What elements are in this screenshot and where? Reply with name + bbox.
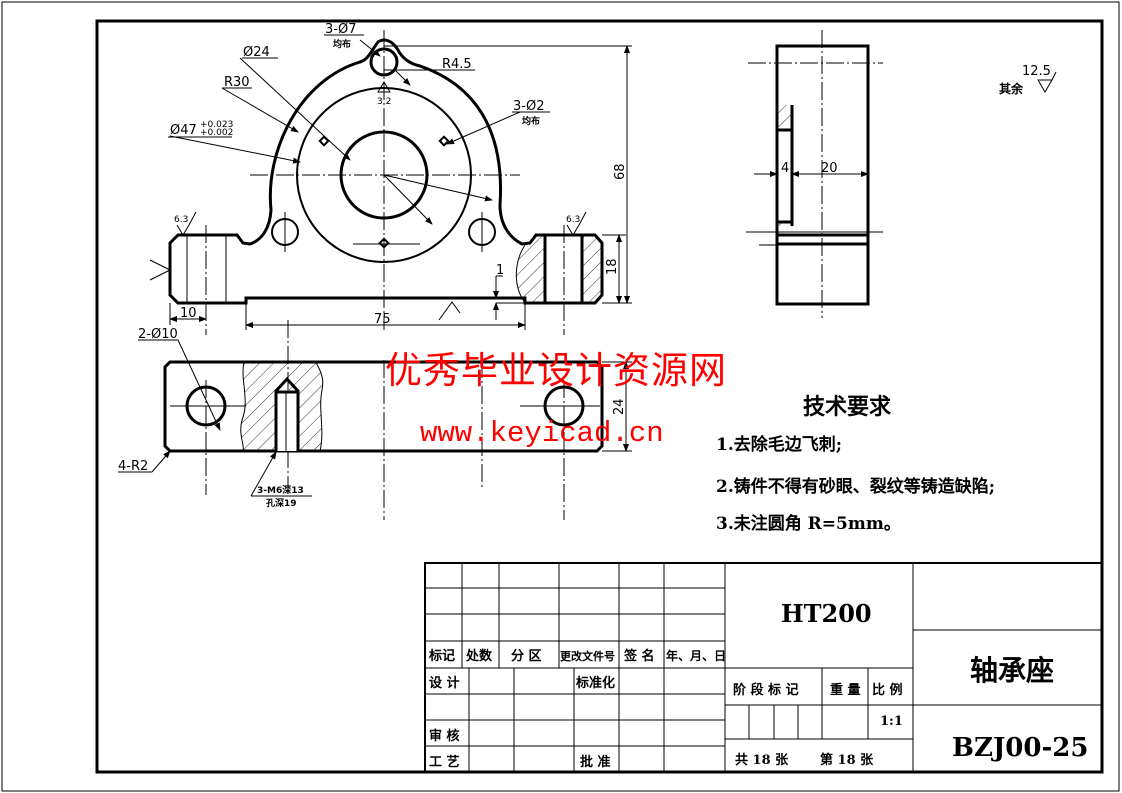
tb-header-date: 年、月、日 (666, 648, 726, 663)
dim-3x7: 3-Ø7 (325, 22, 356, 37)
dim-10: 10 (180, 306, 197, 321)
dim-68: 68 (613, 163, 628, 180)
dim-roughness-32: 3.2 (377, 97, 391, 107)
dim-side-20: 20 (821, 161, 838, 176)
tb-process: 工 艺 (429, 754, 460, 770)
dim-dia47-upper: +0.023 (200, 120, 233, 130)
tb-drawing-number: BZJ00-25 (952, 733, 1088, 763)
dim-r45: R4.5 (442, 57, 472, 72)
tb-header-zone: 分 区 (511, 648, 542, 664)
tb-header-change-doc: 更改文件号 (560, 649, 615, 663)
watermark-title: 优秀毕业设计资源网 (385, 349, 727, 392)
tb-review: 审 核 (429, 728, 460, 744)
dim-side-4: 4 (781, 161, 789, 176)
dim-dia47: Ø47 (170, 123, 197, 138)
thread-note-1: 3-M6深13 (257, 484, 304, 496)
tb-approve: 批 准 (580, 754, 611, 770)
tech-requirement-item: 3.未注圆角 R=5mm。 (716, 514, 901, 534)
dim-18: 18 (605, 258, 620, 275)
tb-standardization: 标准化 (575, 675, 615, 691)
tb-sheet-current: 第 18 张 (820, 752, 874, 768)
tb-header-count: 处数 (465, 648, 493, 664)
tb-weight: 重 量 (830, 682, 861, 698)
front-view (149, 30, 632, 335)
tb-design: 设 计 (429, 675, 460, 691)
other-roughness-label: 其余 (999, 81, 1024, 96)
dim-dia24: Ø24 (243, 45, 270, 60)
thread-note-2: 孔深19 (266, 497, 297, 509)
tb-scale-label: 比 例 (872, 682, 903, 698)
top-hole (369, 47, 399, 77)
top-view (118, 320, 632, 520)
dim-r30: R30 (224, 75, 250, 90)
tech-requirements-title: 技术要求 (803, 394, 892, 420)
tech-requirement-item: 2.铸件不得有砂眼、裂纹等铸造缺陷; (716, 477, 996, 497)
watermark-url: www.keyicad.cn (420, 417, 664, 450)
dim-3x7-note: 均布 (333, 38, 351, 50)
dim-step-1: 1 (496, 263, 504, 278)
title-block (424, 562, 1103, 773)
tb-part-name: 轴承座 (970, 654, 1054, 687)
dim-24: 24 (612, 398, 627, 415)
tech-requirement-item: 1.去除毛边飞刺; (716, 435, 843, 455)
tb-sheets-total: 共 18 张 (735, 752, 789, 768)
dim-3x2: 3-Ø2 (513, 99, 544, 114)
tb-header-mark: 标记 (428, 648, 455, 664)
dim-2x10: 2-Ø10 (138, 327, 178, 342)
tb-header-signature: 签 名 (623, 648, 655, 664)
dim-75: 75 (374, 312, 391, 327)
dim-roughness-63-right: 6.3 (566, 215, 580, 225)
dim-3x2-note: 均布 (522, 115, 540, 127)
side-view (746, 30, 1057, 318)
dim-dia47-lower: +0.002 (200, 128, 233, 138)
tb-stage-mark: 阶 段 标 记 (733, 682, 799, 698)
other-roughness-value: 12.5 (1022, 64, 1051, 79)
dim-roughness-63-left: 6.3 (174, 215, 188, 225)
tb-scale-value: 1:1 (880, 714, 903, 729)
dim-4r2: 4-R2 (118, 459, 148, 474)
tb-material: HT200 (781, 599, 872, 628)
